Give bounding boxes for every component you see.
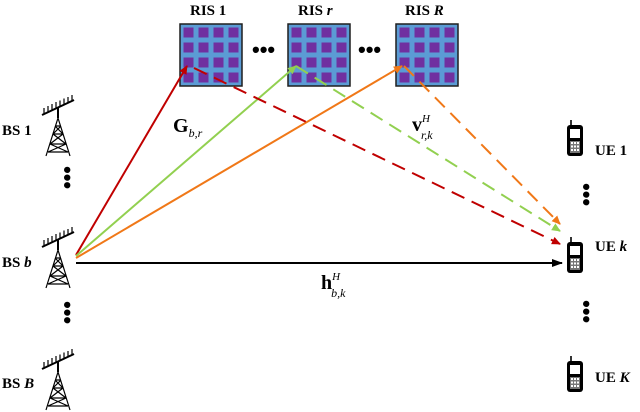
- link-risr-ue: [295, 65, 561, 232]
- ris-element: [198, 42, 209, 53]
- ris-element: [444, 57, 455, 68]
- ris-element: [321, 57, 332, 68]
- ris-element: [306, 72, 317, 83]
- ris-panel-icon: [287, 23, 351, 87]
- ris-element: [444, 27, 455, 38]
- ris-element: [429, 27, 440, 38]
- ris-element: [198, 57, 209, 68]
- ue-phone-icon: [566, 119, 584, 157]
- link-bs-risR: [75, 65, 403, 259]
- ris-element: [183, 27, 194, 38]
- ris-element: [414, 72, 425, 83]
- ris-element: [399, 42, 410, 53]
- ue-label-1: UE 1: [595, 143, 627, 159]
- ris-element: [399, 72, 410, 83]
- ris-element: [228, 27, 239, 38]
- bs-tower-icon: [41, 226, 75, 289]
- ue-ellipsis: •••: [574, 183, 599, 206]
- bs-tower-icon: [41, 348, 75, 411]
- link-bs-risr: [75, 65, 297, 257]
- ris-label-1: RIS 1: [190, 3, 226, 19]
- ris-element: [336, 42, 347, 53]
- link-ris1-ue: [193, 67, 561, 245]
- ris-element: [183, 72, 194, 83]
- ris-element: [444, 42, 455, 53]
- ue-label-K: UE K: [595, 370, 631, 386]
- ris-element: [414, 27, 425, 38]
- ris-element: [291, 57, 302, 68]
- ris-element: [213, 72, 224, 83]
- ris-ellipsis: •••: [358, 37, 381, 62]
- ris-element: [198, 27, 209, 38]
- ue-phone-icon: [566, 355, 584, 393]
- ris-element: [429, 57, 440, 68]
- ris-element: [198, 72, 209, 83]
- ris-element: [429, 72, 440, 83]
- ris-element: [321, 72, 332, 83]
- bs-ellipsis: •••: [55, 166, 80, 189]
- ue-phone-icon: [566, 236, 584, 274]
- ue-ellipsis: •••: [574, 300, 599, 323]
- ris-element: [399, 57, 410, 68]
- ris-element: [336, 27, 347, 38]
- channel-label-G: Gb,r: [173, 115, 203, 140]
- ris-element: [213, 42, 224, 53]
- bs-tower-icon: [41, 94, 75, 157]
- ris-element: [183, 42, 194, 53]
- bs-label-b: BS b: [2, 255, 32, 271]
- ris-element: [414, 57, 425, 68]
- ris-element: [213, 27, 224, 38]
- ris-element: [444, 72, 455, 83]
- ris-element: [336, 57, 347, 68]
- ris-element: [399, 27, 410, 38]
- ris-element: [306, 42, 317, 53]
- ris-element: [414, 42, 425, 53]
- ris-panel-icon: [179, 23, 243, 87]
- ris-element: [228, 42, 239, 53]
- bs-label-B: BS B: [2, 376, 34, 392]
- ris-element: [306, 27, 317, 38]
- ris-element: [321, 27, 332, 38]
- link-bs-ris1: [75, 65, 188, 256]
- links: [75, 65, 563, 267]
- ris-element: [306, 57, 317, 68]
- ue-label-k: UE k: [595, 239, 628, 255]
- ris-panel-icon: [395, 23, 459, 87]
- ris-element: [321, 42, 332, 53]
- link-risR-ue: [403, 65, 561, 225]
- ris-element: [228, 72, 239, 83]
- ris-ellipsis: •••: [252, 37, 275, 62]
- ris-element: [291, 72, 302, 83]
- ris-element: [291, 27, 302, 38]
- ris-element: [183, 57, 194, 68]
- ris-panels: [179, 23, 459, 87]
- ris-element: [336, 72, 347, 83]
- ris-label-r: RIS r: [298, 3, 333, 19]
- bs-label-1: BS 1: [2, 123, 32, 139]
- ris-element: [429, 42, 440, 53]
- ris-element: [291, 42, 302, 53]
- ris-label-R: RIS R: [405, 3, 444, 19]
- bs-ellipsis: •••: [55, 301, 80, 324]
- ris-element: [228, 57, 239, 68]
- ris-element: [213, 57, 224, 68]
